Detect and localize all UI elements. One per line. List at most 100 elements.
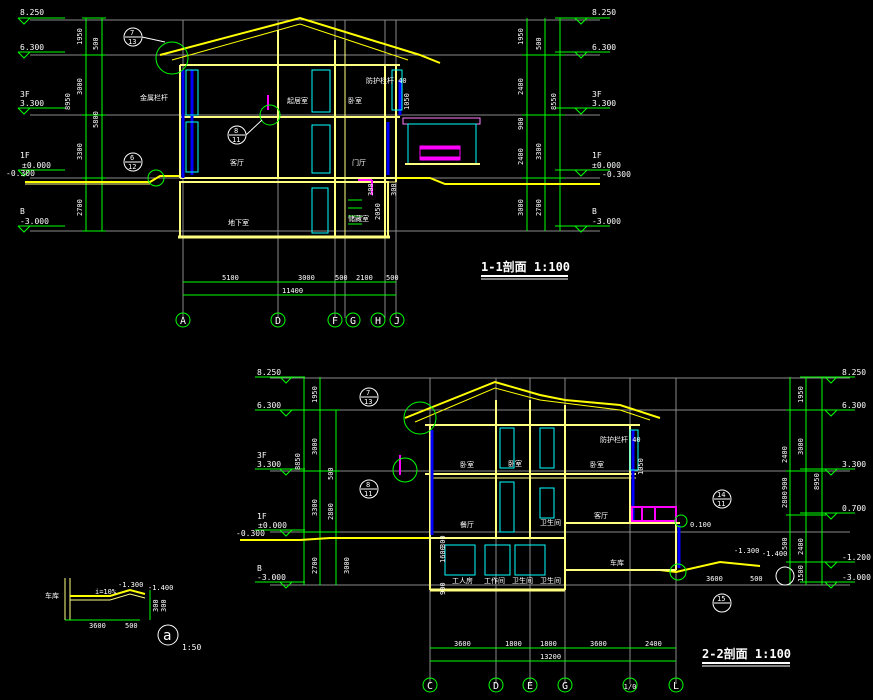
dim-text: 8850	[294, 453, 302, 470]
dim-text: 500	[750, 575, 763, 583]
level-label: B	[20, 207, 25, 216]
axis-bubbles-2	[422, 677, 684, 693]
dim-text: 1950	[311, 386, 319, 403]
callout-8-11: 8 11	[227, 104, 281, 145]
dim-text: 1050	[403, 93, 411, 110]
dim-text: 2100	[356, 274, 373, 282]
level-label: -3.000	[257, 573, 286, 582]
detail-a: -1.300 -1.400 车库 i=10% 3600 500 300 300 …	[45, 578, 201, 652]
dim-text: 500	[327, 467, 335, 480]
level-label: ±0.000	[22, 161, 51, 170]
svg-text:13: 13	[128, 38, 136, 46]
room-label: 地下室	[228, 218, 249, 227]
level-label: 8.250	[257, 368, 281, 377]
level-label: ±0.000	[258, 521, 287, 530]
dim-text: 3600	[590, 640, 607, 648]
dim-lines-right-2	[786, 377, 826, 585]
dim-text: 300	[367, 183, 375, 196]
section-1-1: 8.250 6.300 3F 3.300 1F ±0.000 -0.300 B …	[6, 8, 631, 328]
section-2-2: 8.250 6.300 3F 3.300 1F ±0.000 -0.300 B …	[236, 368, 871, 693]
level-label: -3.000	[20, 217, 49, 226]
level-label: 6.300	[592, 43, 616, 52]
axis-label: D	[275, 316, 281, 327]
dim-text: 500	[335, 274, 348, 282]
dim-text: 3300	[535, 143, 543, 160]
axis-label: J	[394, 316, 400, 327]
level-markers-left-2	[255, 376, 305, 589]
axis-label: G	[350, 316, 356, 327]
dim-text: 13200	[540, 653, 561, 661]
dim-lines-left-1	[82, 17, 106, 232]
level-label: 1F	[257, 512, 267, 521]
callout-14-11: 14 11	[674, 489, 732, 528]
level-label: 3.300	[257, 460, 281, 469]
callout-7-13-b: 7 13	[359, 387, 437, 435]
svg-text:14: 14	[717, 491, 725, 499]
dim-text: 2400	[645, 640, 662, 648]
level-label: 8.250	[20, 8, 44, 17]
dim-text: 500	[781, 537, 789, 550]
dim-text: 5100	[222, 274, 239, 282]
windows-1	[181, 69, 403, 234]
level-label: -0.300	[602, 170, 631, 179]
dim-text: 1800	[540, 640, 557, 648]
room-label: 起居室	[287, 96, 308, 105]
windows-2	[399, 427, 681, 576]
dim-text: 2400	[517, 78, 525, 95]
building-1	[159, 16, 441, 239]
level-label: -1.400	[762, 550, 787, 558]
svg-text:11: 11	[232, 136, 240, 144]
room-label: 防护栏杆 40	[600, 435, 641, 444]
level-label: 0.100	[690, 521, 711, 529]
dim-text: 3000	[517, 199, 525, 216]
room-label: 卫生间	[512, 576, 533, 585]
svg-text:13: 13	[364, 398, 372, 406]
dim-text: 3000	[298, 274, 315, 282]
callout-7-13: 7 13	[123, 27, 189, 75]
dim-text: 3600	[89, 622, 106, 630]
svg-text:11: 11	[364, 490, 372, 498]
svg-text:7: 7	[366, 389, 370, 397]
detail-scale: 1:50	[182, 643, 201, 652]
level-label: -1.300	[118, 581, 143, 589]
svg-text:7: 7	[130, 29, 134, 37]
level-label: 3.300	[20, 99, 44, 108]
dim-text: 500	[386, 274, 399, 282]
slope-label: i=10%	[95, 588, 117, 596]
callout-15: 15	[669, 563, 795, 613]
dim-text: 3000	[797, 438, 805, 455]
level-label: -1.300	[734, 547, 759, 555]
axis-label: G	[562, 681, 568, 692]
level-label: -3.000	[842, 573, 871, 582]
level-label: 3.300	[842, 460, 866, 469]
dim-text: 300	[160, 599, 168, 612]
level-label: -0.300	[236, 529, 265, 538]
detail-bubble	[157, 624, 179, 646]
dim-text: 8550	[550, 93, 558, 110]
stairs-1	[348, 199, 362, 225]
room-label: 客厅	[594, 511, 608, 520]
svg-text:6: 6	[130, 154, 134, 162]
callout-6-12: 6 12	[123, 152, 165, 187]
room-label: 储藏室	[348, 214, 369, 223]
room-label: 金属栏杆	[140, 93, 168, 102]
room-label: 餐厅	[460, 520, 474, 529]
room-label: 工人房	[452, 576, 473, 585]
dim-text: 2700	[76, 199, 84, 216]
dim-text: 2700	[311, 557, 319, 574]
dim-text: 3600	[706, 575, 723, 583]
dim-text: 2800	[327, 503, 335, 520]
svg-text:8: 8	[234, 127, 238, 135]
level-label: 6.300	[257, 401, 281, 410]
dim-text: 500	[125, 622, 138, 630]
axis-label: F	[332, 316, 338, 327]
level-label: -1.200	[842, 553, 871, 562]
axis-bubbles-1	[175, 312, 405, 328]
level-label: B	[257, 564, 262, 573]
level-label: 3.300	[592, 99, 616, 108]
dim-text: 3300	[76, 143, 84, 160]
level-markers-left-1	[17, 17, 65, 233]
room-label: 门厅	[352, 158, 366, 167]
dim-text: 900	[517, 117, 525, 130]
axis-label: 1/0	[624, 683, 637, 691]
